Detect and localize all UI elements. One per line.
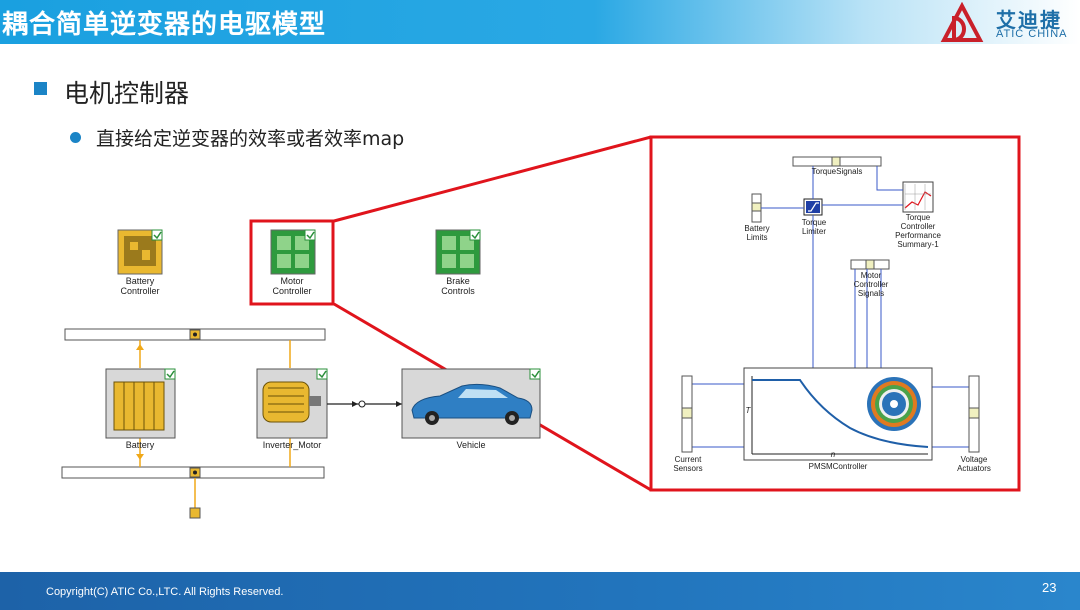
header-bar: [0, 0, 1080, 44]
ground-icon: [189, 507, 201, 519]
brake-controls-label: Brake Controls: [441, 276, 475, 296]
section-heading: 电机控制器: [64, 79, 190, 108]
atic-logo: [940, 1, 1080, 44]
dot-bullet-icon: [70, 132, 81, 143]
torque-signals-label: TorqueSignals: [811, 167, 863, 176]
inverter-motor-block[interactable]: [256, 368, 328, 439]
logo-text-cn: 艾迪捷: [996, 8, 1062, 32]
torque-limiter-label: Torque Limiter: [801, 218, 827, 236]
system-diagram: [61, 135, 1021, 519]
battery-controller-label: Battery Controller: [120, 276, 160, 296]
voltage-actuators-label: Voltage Actuators: [957, 455, 991, 473]
battery-limits-label: Battery Limits: [744, 224, 770, 242]
performance-summary-block: [902, 181, 934, 213]
pmsm-controller-label: PMSMController: [808, 462, 868, 471]
motor-controller-label: Motor Controller: [272, 276, 312, 296]
copyright-text: Copyright(C) ATIC Co.,LTC. All Rights Re…: [46, 586, 284, 598]
footer-bar: [0, 572, 1080, 610]
brake-controls-icon[interactable]: [435, 229, 481, 275]
perf-summary-label: Torque Controller Performance Summary-1: [895, 213, 941, 249]
logo-text-en: ATIC CHINA: [996, 28, 1068, 40]
square-bullet-icon: [34, 82, 47, 95]
motor-controller-icon[interactable]: [270, 229, 316, 275]
vehicle-block[interactable]: [401, 368, 541, 439]
bullet-text: 直接给定逆变器的效率或者效率map: [96, 128, 405, 150]
vehicle-label: Vehicle: [456, 440, 486, 450]
current-sensors-label: Current Sensors: [673, 455, 703, 473]
axis-t-label: T: [745, 406, 751, 415]
pmsm-controller-block[interactable]: [743, 367, 933, 461]
slide-title: 耦合简单逆变器的电驱模型: [2, 10, 327, 40]
highlight-box-small: [249, 219, 335, 306]
battery-controller-icon[interactable]: [117, 229, 163, 275]
page-number: 23: [1042, 580, 1057, 595]
inverter-motor-label: Inverter_Motor: [262, 440, 322, 450]
axis-n-label: n: [830, 450, 836, 459]
battery-block[interactable]: [105, 368, 176, 439]
callout-line-top: [333, 135, 652, 223]
logo-icon: [940, 1, 984, 42]
motor-ctrl-signals-label: Motor Controller Signals: [853, 271, 889, 298]
battery-label: Battery: [125, 440, 155, 450]
